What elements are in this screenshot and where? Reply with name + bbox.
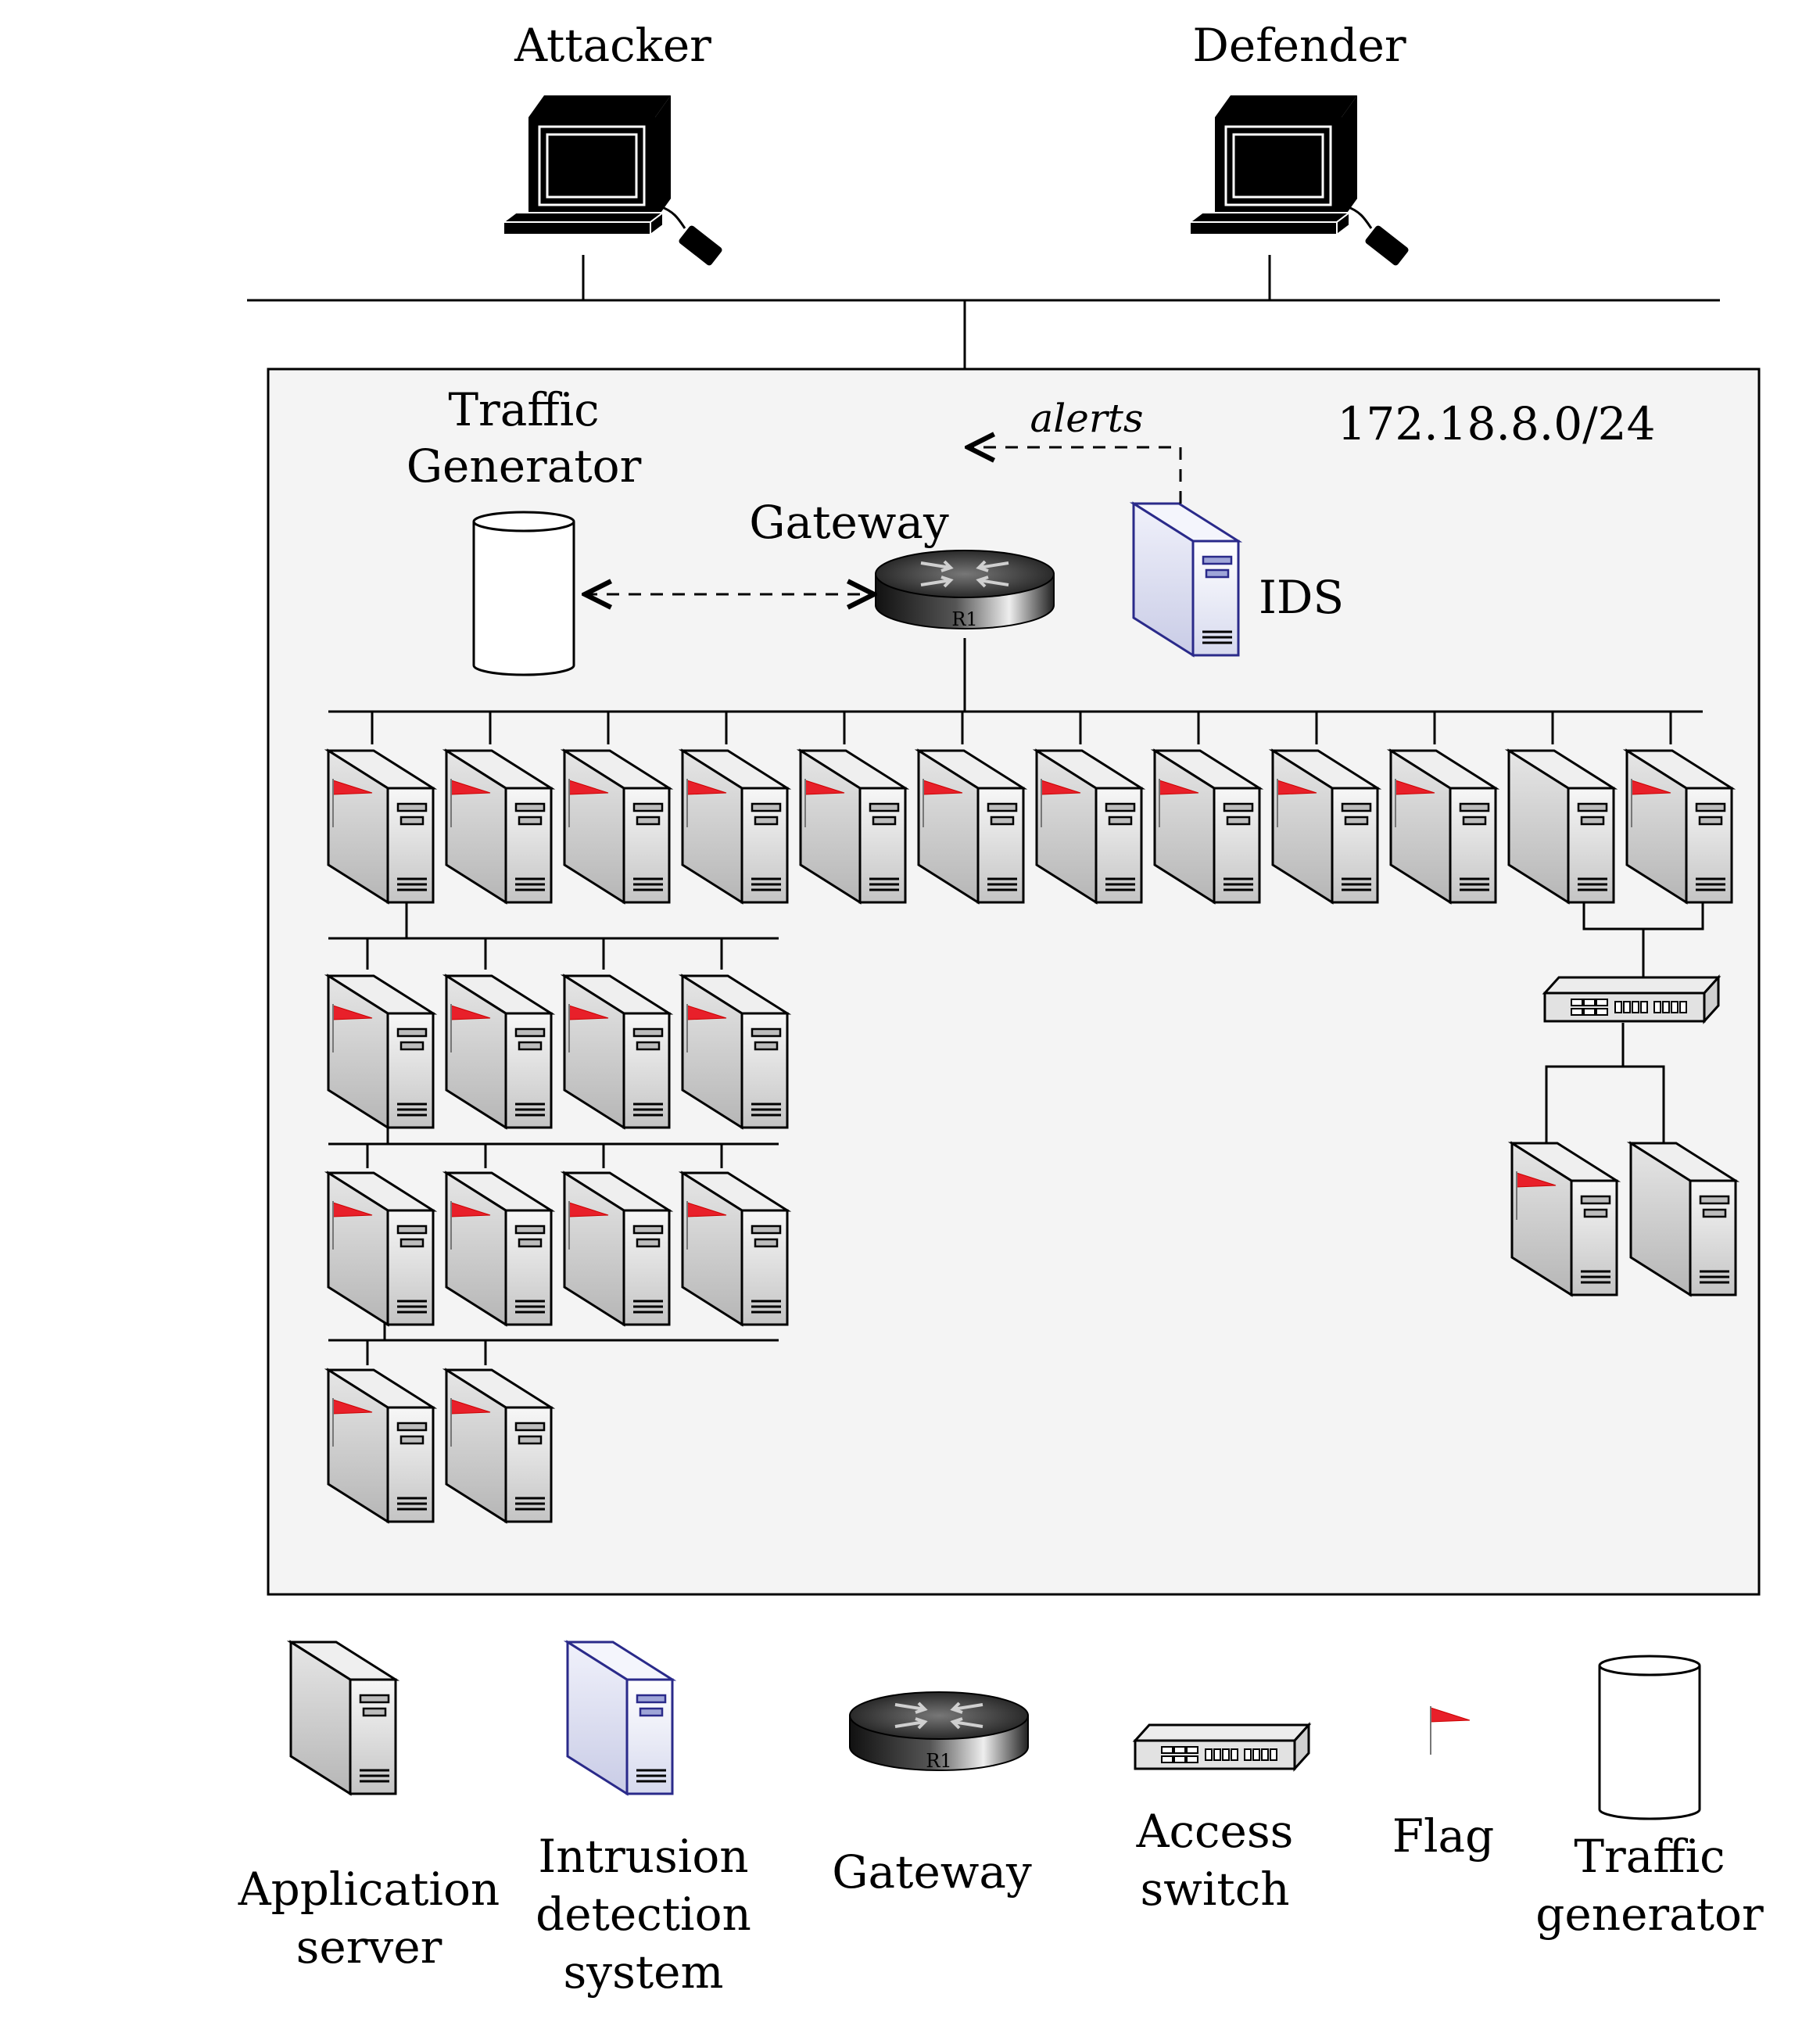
traffic-generator-label-line2: Generator <box>407 439 642 493</box>
legend-label: switch <box>1140 1863 1289 1916</box>
legend-ids-server-icon <box>566 1641 674 1795</box>
legend-flag-icon <box>1430 1705 1471 1755</box>
router-id-label: R1 <box>951 608 977 630</box>
attacker-computer-icon <box>502 94 725 268</box>
legend-access-switch-icon <box>1134 1723 1310 1770</box>
legend-label: system <box>564 1945 724 1999</box>
legend-label: Application <box>238 1863 500 1916</box>
traffic-generator-cylinder-icon <box>472 511 575 676</box>
legend-router-id: R1 <box>926 1750 951 1772</box>
subnet-label: 172.18.8.0/24 <box>1338 397 1656 450</box>
legend-label: generator <box>1535 1888 1764 1941</box>
alerts-label: alerts <box>1030 396 1143 441</box>
legend-label: Traffic <box>1574 1830 1725 1883</box>
legend-label: Intrusion <box>538 1830 748 1883</box>
alerts-arrow <box>968 447 1182 504</box>
ids-label: IDS <box>1259 571 1344 624</box>
legend-label: Flag <box>1392 1809 1495 1863</box>
traffic-generator-label-line1: Traffic <box>448 383 599 436</box>
legend-application-server-icon <box>289 1641 397 1795</box>
legend-cylinder-icon <box>1598 1655 1701 1820</box>
legend-label: detection <box>536 1888 751 1941</box>
legend-label: server <box>296 1920 442 1974</box>
legend-router-icon: R1 <box>848 1691 1030 1772</box>
attacker-label: Attacker <box>514 19 711 72</box>
access-switch-icon <box>1543 976 1720 1023</box>
gateway-label: Gateway <box>749 496 949 549</box>
lan-buses <box>328 710 1704 1342</box>
defender-computer-icon <box>1188 94 1411 268</box>
legend-label: Gateway <box>832 1845 1032 1899</box>
defender-label: Defender <box>1192 19 1406 72</box>
server-drop-lines <box>366 712 1672 1365</box>
gateway-router-icon: R1 <box>874 549 1055 630</box>
legend-label: Access <box>1136 1805 1294 1858</box>
